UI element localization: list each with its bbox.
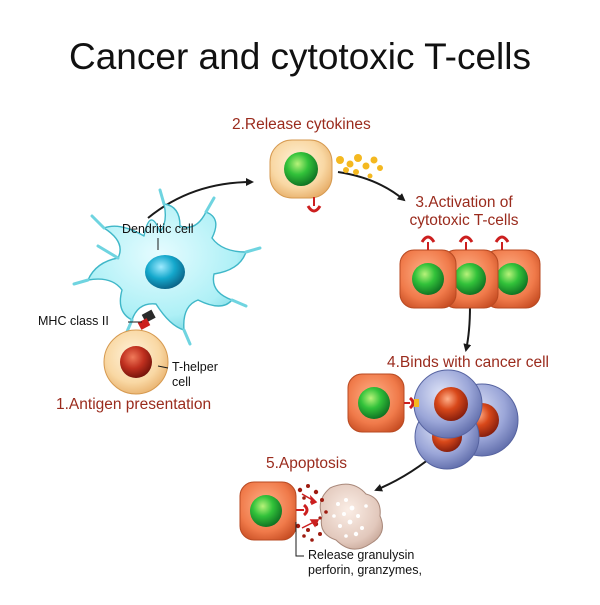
cytokine-cell-nucleus <box>284 152 318 186</box>
arrow-to-binding <box>463 305 472 352</box>
dendritic-nucleus <box>145 255 185 289</box>
cytokine-particles <box>336 154 383 179</box>
step-4-label: 4.Binds with cancer cell <box>387 354 549 371</box>
release-label-line1: Release granulysin <box>308 548 415 562</box>
mhc-complex <box>137 309 156 330</box>
dendritic-cell <box>72 188 262 346</box>
granule-arrows <box>301 493 320 529</box>
apoptosis-t-cell <box>239 481 309 541</box>
activated-cytotoxic-t-cells <box>399 249 541 309</box>
leader-lines <box>128 238 304 557</box>
t-helper-label-line1: T-helper <box>172 360 218 374</box>
cancer-cell-cluster <box>413 369 519 470</box>
step-1-label: 1.Antigen presentation <box>56 396 212 413</box>
dendritic-cell-label: Dendritic cell <box>122 222 194 236</box>
arrow-to-cytokines <box>147 178 254 219</box>
t-helper-cell <box>103 329 169 395</box>
diagram-title: Cancer and cytotoxic T-cells <box>68 36 531 77</box>
apoptotic-cancer-cell <box>319 483 383 550</box>
t-cell-receptors <box>420 235 510 250</box>
binding-t-cell <box>347 373 419 433</box>
step-2-label: 2.Release cytokines <box>232 116 371 133</box>
step-3-label-line2: cytotoxic T-cells <box>409 212 519 229</box>
release-label-line2: perforin, granzymes, <box>308 563 422 577</box>
step-5-label: 5.Apoptosis <box>266 455 347 472</box>
mhc-class-ii-label: MHC class II <box>38 314 109 328</box>
step-3-label-line1: 3.Activation of <box>415 194 513 211</box>
t-helper-nucleus <box>120 346 152 378</box>
arrow-to-activation <box>337 171 406 202</box>
t-helper-cell-releasing <box>269 139 333 213</box>
t-helper-label-line2: cell <box>172 375 191 389</box>
